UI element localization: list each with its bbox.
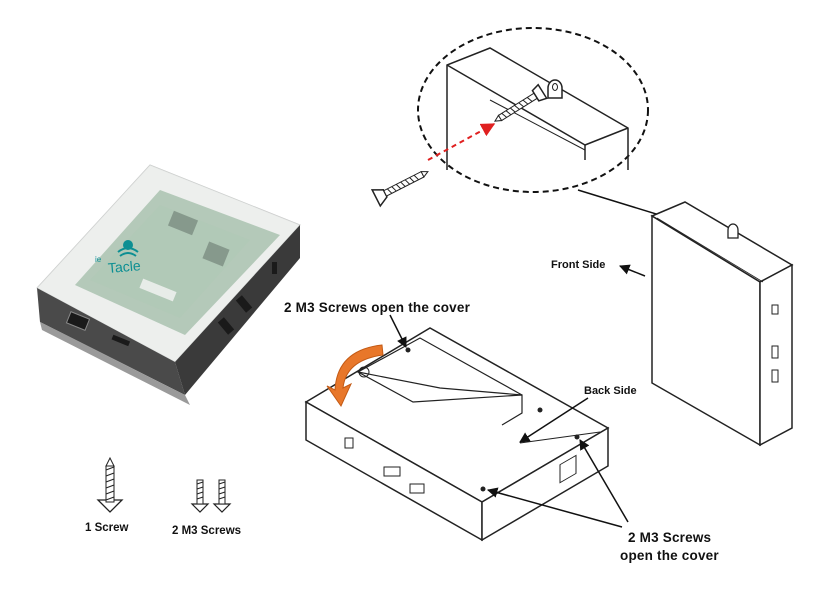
screw-legend-wood xyxy=(96,456,124,513)
cover-screw-hole xyxy=(405,347,411,353)
front-hanging-tab xyxy=(727,223,739,239)
insertion-arrow xyxy=(427,123,496,161)
label-two-m3-screws: 2 M3 Screws xyxy=(172,525,242,537)
wood-screw xyxy=(370,170,429,208)
label-back-side: Back Side xyxy=(584,385,637,397)
label-front-side: Front Side xyxy=(551,259,606,271)
label-m3-screws-open-cover-top: 2 M3 Screws open the cover xyxy=(284,300,471,315)
detail-callout xyxy=(417,27,649,193)
product-photo: ie Tacle xyxy=(36,164,301,405)
leader-bottom-screw-1 xyxy=(486,487,623,528)
label-m3-screws-bottom-line1: 2 M3 Screws xyxy=(628,530,712,545)
cover-screw-hole xyxy=(480,486,486,492)
enclosure-side xyxy=(175,225,300,395)
leader-back-side xyxy=(519,397,589,443)
cover-screw-hole xyxy=(574,434,580,440)
open-cover-arrow xyxy=(326,344,384,408)
leader-front-side xyxy=(619,264,646,277)
logo-brand-partial: ie xyxy=(95,255,102,264)
label-m3-screws-bottom-line2: open the cover xyxy=(620,548,719,563)
hanging-tab xyxy=(547,79,563,99)
back-side-box xyxy=(304,327,610,542)
front-side-box xyxy=(650,201,794,447)
screw-legend-m3 xyxy=(190,479,232,513)
leader-top-screw xyxy=(389,314,407,348)
label-one-screw: 1 Screw xyxy=(85,522,129,534)
usb-port xyxy=(65,311,91,331)
wood-screw-detail xyxy=(493,83,548,122)
logo-text: Tacle xyxy=(107,257,141,276)
leader-bottom-screw-2 xyxy=(579,439,629,523)
detail-ellipse xyxy=(417,27,649,193)
tacle-logo: ie Tacle xyxy=(95,240,141,276)
